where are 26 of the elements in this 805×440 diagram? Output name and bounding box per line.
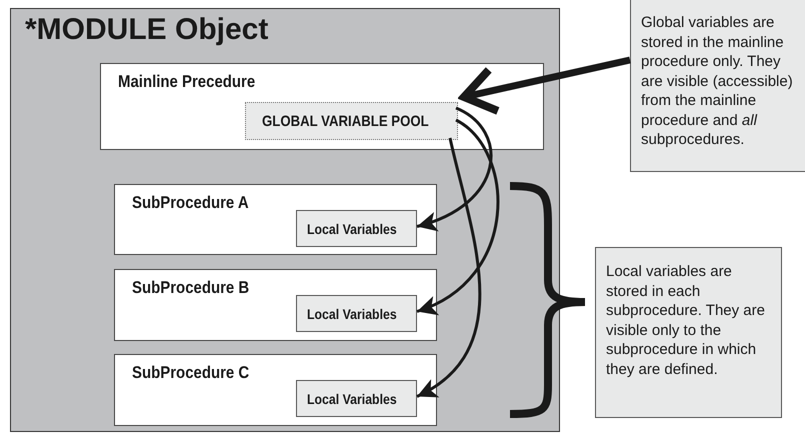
procedure-box <box>114 184 437 255</box>
arrow <box>416 138 482 398</box>
procedure-title: Mainline Precedure <box>118 72 256 92</box>
arrow <box>460 56 631 115</box>
variable-pool-box <box>245 102 458 140</box>
variable-label: Local Variables <box>307 306 397 322</box>
procedure-box <box>114 269 437 341</box>
procedure-title: SubProcedure C <box>132 363 250 383</box>
variable-box <box>296 380 417 417</box>
callout-box <box>595 247 782 418</box>
callout-text: Local variables are stored in each subprocedure. They are visible only to the subprocedure in which they are defined. <box>606 262 765 379</box>
arrow <box>416 118 500 314</box>
pool-label: GLOBAL VARIABLE POOL <box>262 113 429 130</box>
variable-label: Local Variables <box>307 391 397 407</box>
arrow <box>416 106 492 230</box>
callout-text: Global variables are stored in the mainline procedure only. They are visible (accessible) from the mainline procedure and all subprocedures. <box>641 13 794 150</box>
variable-box <box>296 210 417 247</box>
procedure-title: SubProcedure B <box>132 278 250 298</box>
variable-box <box>296 295 417 332</box>
module-title: *MODULE Object <box>25 13 268 47</box>
module-panel <box>10 8 560 432</box>
procedure-title: SubProcedure A <box>132 193 249 213</box>
callout-box <box>630 0 805 172</box>
variable-label: Local Variables <box>307 221 397 237</box>
procedure-box <box>114 354 437 426</box>
procedure-box <box>100 63 544 150</box>
